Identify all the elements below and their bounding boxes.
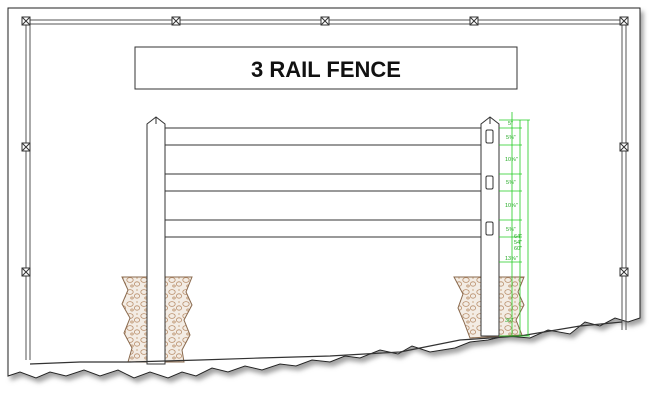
ground-line xyxy=(29,321,623,365)
grip-handle-icon[interactable] xyxy=(619,142,629,152)
grip-handle-icon[interactable] xyxy=(21,16,31,26)
dim-total-b: 54" xyxy=(514,240,522,246)
dim-gap-2: 10⅝" xyxy=(505,203,518,209)
fence-rails xyxy=(164,127,484,238)
grip-handle-icon[interactable] xyxy=(171,16,181,26)
dim-total-c: 60" xyxy=(514,246,522,252)
top-rail xyxy=(164,127,484,146)
dim-top-rail: 5⅜" xyxy=(506,135,516,141)
grip-handle-icon[interactable] xyxy=(619,16,629,26)
bottom-rail xyxy=(164,219,484,238)
grip-handle-icon[interactable] xyxy=(320,16,330,26)
title-box xyxy=(134,46,518,90)
dim-total-a: 64" xyxy=(514,234,522,240)
dim-gap-1: 10⅝" xyxy=(505,157,518,163)
right-post xyxy=(480,116,500,337)
dim-middle-rail: 5⅜" xyxy=(506,180,516,186)
dim-post-cap: 5" xyxy=(508,121,513,127)
dim-footing: 36" xyxy=(505,318,513,324)
drawing-title: 3 RAIL FENCE xyxy=(251,57,401,82)
left-post xyxy=(146,116,166,365)
middle-rail xyxy=(164,173,484,192)
dim-bottom-rail: 5⅜" xyxy=(506,227,516,233)
dim-ground-gap: 13⅝" xyxy=(505,256,518,262)
grip-handle-icon[interactable] xyxy=(469,16,479,26)
grip-handle-icon[interactable] xyxy=(21,142,31,152)
grip-handle-icon[interactable] xyxy=(619,267,629,277)
dimension-lines xyxy=(499,112,530,337)
grip-handle-icon[interactable] xyxy=(21,267,31,277)
